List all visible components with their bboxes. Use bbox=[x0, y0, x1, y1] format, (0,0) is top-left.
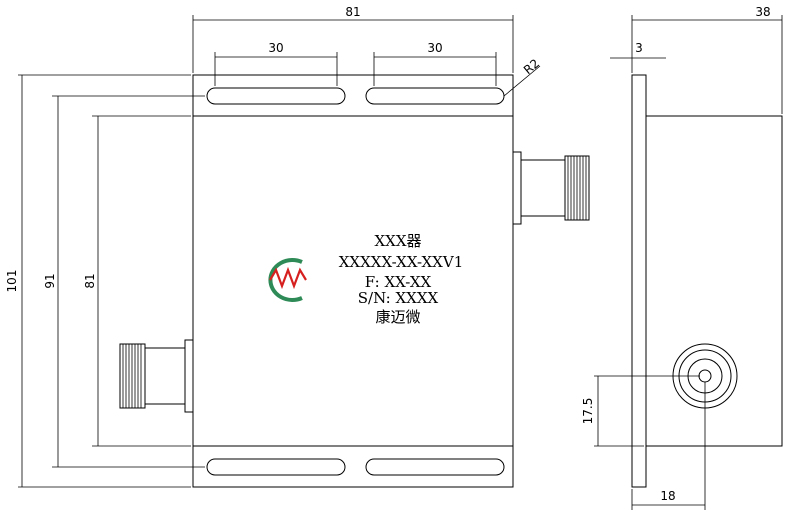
label-line-1: XXX器 bbox=[374, 232, 421, 250]
side-body bbox=[645, 115, 783, 447]
product-label: XXX器 XXXXX-XX-XXV1 F: XX-XX S/N: XXXX 康迈… bbox=[339, 232, 463, 326]
logo-wave bbox=[269, 266, 307, 290]
side-dimensions: 38 3 17.5 18 bbox=[581, 5, 783, 510]
dim-height-91: 91 bbox=[43, 273, 57, 288]
front-view: XXX器 XXXXX-XX-XXV1 F: XX-XX S/N: XXXX 康迈… bbox=[119, 74, 590, 488]
label-line-3: F: XX-XX bbox=[365, 273, 432, 291]
connector-left bbox=[119, 339, 194, 413]
connector-pin bbox=[698, 369, 712, 383]
mounting-slot-bottom-left bbox=[206, 458, 346, 476]
mounting-slot-top-right bbox=[365, 87, 505, 105]
dim-wall-3: 3 bbox=[635, 41, 643, 55]
label-line-2: XXXXX-XX-XXV1 bbox=[339, 253, 463, 271]
dim-slot-30-right: 30 bbox=[427, 41, 442, 55]
dim-height-81: 81 bbox=[83, 273, 97, 288]
connector-right bbox=[512, 151, 590, 225]
dim-radius-r2: R2 bbox=[521, 56, 542, 77]
mounting-slot-bottom-right bbox=[365, 458, 505, 476]
dim-offset-18: 18 bbox=[660, 489, 675, 503]
label-line-5: 康迈微 bbox=[375, 308, 420, 326]
dim-height-101: 101 bbox=[5, 270, 19, 293]
label-line-4: S/N: XXXX bbox=[358, 289, 439, 307]
dim-width-81: 81 bbox=[345, 5, 360, 19]
company-logo bbox=[268, 258, 307, 302]
dim-slot-30-left: 30 bbox=[268, 41, 283, 55]
side-view bbox=[631, 74, 783, 488]
dim-width-38: 38 bbox=[755, 5, 770, 19]
front-dimensions: 81 30 30 R2 101 91 81 bbox=[5, 5, 542, 488]
mounting-plate-outline bbox=[192, 74, 514, 488]
dim-offset-17-5: 17.5 bbox=[581, 398, 595, 425]
mounting-slot-top-left bbox=[206, 87, 346, 105]
side-plate bbox=[631, 74, 647, 488]
